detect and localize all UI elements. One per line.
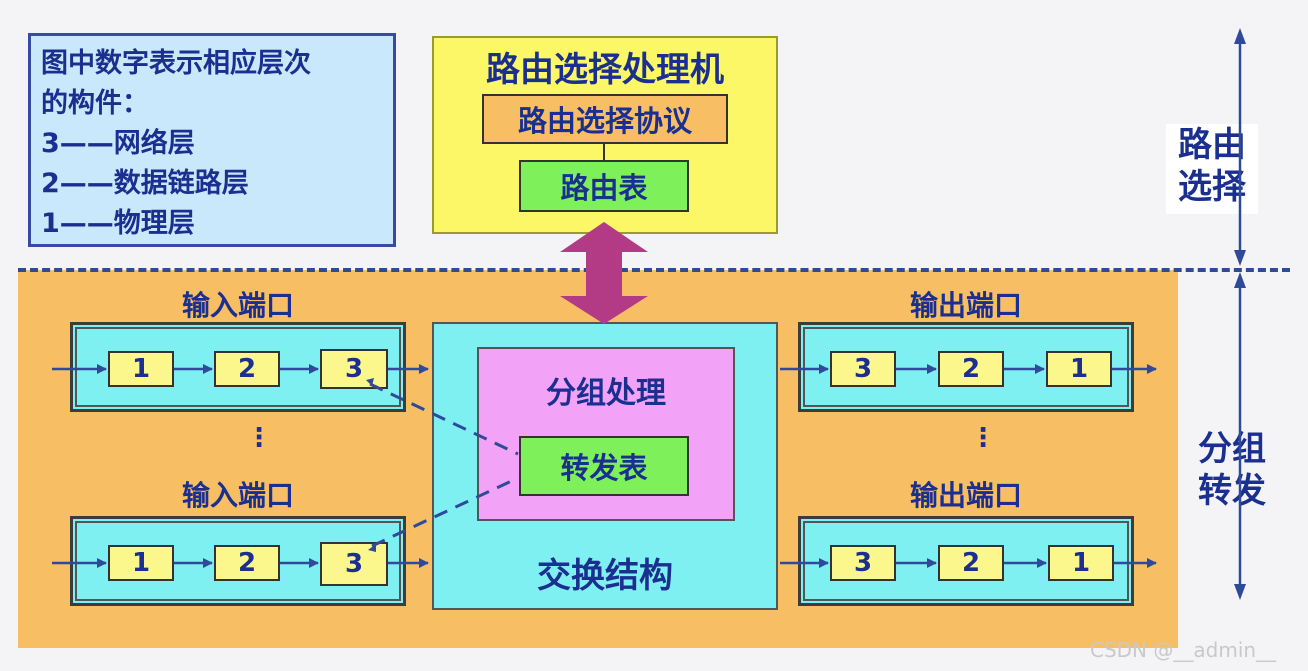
switch-fabric-label: 交换结构: [537, 556, 673, 596]
output-layer-chip: 3: [830, 351, 896, 387]
legend-box: 图中数字表示相应层次 的构件： 3——网络层 2——数据链路层 1——物理层: [28, 33, 396, 247]
output-port-label: 输出端口: [909, 289, 1022, 322]
legend-line: 图中数字表示相应层次: [41, 48, 311, 79]
legend-line: 1——物理层: [41, 208, 195, 239]
double-arrow-icon: [560, 222, 648, 324]
routing-protocol-box: 路由选择协议: [482, 94, 728, 144]
routing-plane-label: 路由 选择: [1166, 124, 1258, 214]
axis-arrowhead: [1234, 28, 1246, 44]
input-layer-chip: 1: [108, 351, 174, 387]
routing-label-line: 选择: [1178, 167, 1246, 207]
legend-line: 的构件：: [41, 88, 149, 119]
legend-line: 2——数据链路层: [41, 168, 249, 199]
input-port-label: 输入端口: [181, 479, 294, 512]
output-layer-chip: 1: [1048, 545, 1114, 581]
input-layer-chip: 2: [214, 351, 280, 387]
input-port-label: 输入端口: [181, 289, 294, 322]
lookup-dashed-line: [369, 382, 519, 456]
lookup-dashed-line: [371, 476, 519, 548]
forwarding-table-box: 转发表: [519, 436, 689, 496]
input-layer-chip: 2: [214, 545, 280, 581]
output-layer-chip: 2: [938, 351, 1004, 387]
packet-processing-label: 分组处理: [546, 376, 666, 411]
forwarding-plane-label: 分组 转发: [1186, 428, 1278, 518]
forwarding-label-line: 分组: [1198, 429, 1266, 469]
input-layer-chip: 3: [320, 542, 388, 586]
input-layer-chip: 1: [108, 545, 174, 581]
axis-arrowhead: [1234, 272, 1246, 288]
output-layer-chip: 1: [1046, 351, 1112, 387]
routing-processor-title: 路由选择处理机: [486, 50, 724, 90]
legend-line: 3——网络层: [41, 128, 195, 159]
axis-arrowhead: [1234, 584, 1246, 600]
routing-table-box: 路由表: [519, 160, 689, 212]
forwarding-label-line: 转发: [1198, 471, 1266, 511]
input-layer-chip: 3: [320, 349, 388, 389]
plane-separator: [18, 268, 1290, 272]
chip-arrow-marker: [368, 544, 376, 552]
output-layer-chip: 2: [938, 545, 1004, 581]
output-layer-chip: 3: [830, 545, 896, 581]
output-port-label: 输出端口: [909, 479, 1022, 512]
routing-label-line: 路由: [1178, 125, 1246, 165]
watermark: CSDN @__admin__: [1090, 638, 1277, 662]
chip-arrow-marker: [366, 378, 374, 386]
axis-arrowhead: [1234, 250, 1246, 266]
